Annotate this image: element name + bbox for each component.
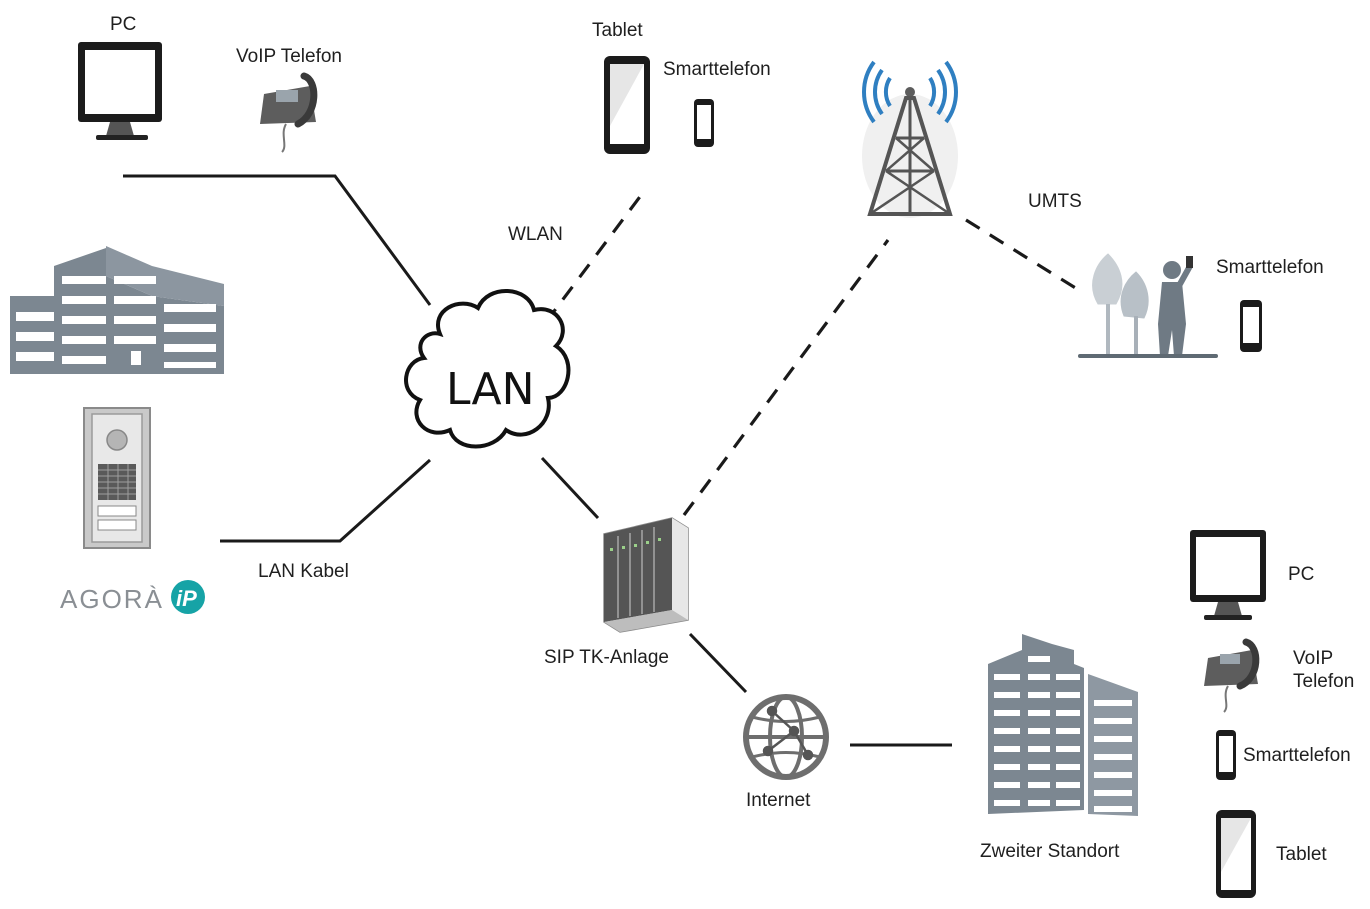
office-tower-icon (988, 634, 1138, 816)
tablet-bottom-label: Tablet (1276, 844, 1327, 865)
radio-tower-icon (862, 60, 958, 218)
internet-label: Internet (746, 790, 811, 811)
internet-globe-icon (743, 694, 829, 780)
connections (123, 174, 1083, 747)
agora-ip-badge-icon (171, 580, 205, 614)
agora-brand-text: AGORÀ (60, 584, 164, 614)
sip-label: SIP TK-Anlage (544, 647, 669, 668)
smartphone-bottom-label: Smarttelefon (1243, 745, 1351, 766)
line-pc-to-lan (123, 174, 432, 306)
agora-ip-text: iP (176, 586, 197, 611)
wlan-label: WLAN (508, 224, 563, 245)
umts-label: UMTS (1028, 191, 1082, 212)
pc-label: PC (110, 14, 136, 35)
line-lan-to-sip (540, 456, 600, 520)
smartphone-label: Smarttelefon (663, 59, 771, 80)
pc-right-icon (1190, 530, 1266, 620)
umts-link-dashed (965, 218, 1083, 294)
lan-cloud-icon (404, 289, 571, 449)
wlan-link-dashed (544, 189, 647, 323)
voip-phone-icon (260, 72, 318, 153)
tablet-bottom-icon (1216, 810, 1256, 898)
door-intercom-icon (83, 407, 151, 549)
office-building-icon (10, 246, 224, 374)
lan-kabel-label: LAN Kabel (258, 561, 349, 582)
line-lankabel-to-lan (220, 458, 432, 543)
zweiter-standort-label: Zweiter Standort (980, 841, 1120, 862)
pbx-server-icon (603, 517, 689, 633)
smartphone-icon (694, 99, 714, 147)
pc-icon (78, 42, 162, 140)
tablet-label: Tablet (592, 20, 643, 41)
voip-right-label-line2: Telefon (1293, 671, 1354, 692)
smartphone-bottom-icon (1216, 730, 1236, 780)
tablet-icon (604, 56, 650, 154)
person-with-phone-icon (1078, 253, 1218, 358)
voip-right-label-line1: VoIP (1293, 648, 1333, 669)
smartphone-right-icon (1240, 300, 1262, 352)
smartphone-right-label: Smarttelefon (1216, 257, 1324, 278)
lan-label: LAN (446, 364, 535, 415)
tower-sip-link-dashed (682, 239, 890, 516)
voip-phone-right-icon (1204, 638, 1260, 713)
voip-phone-label: VoIP Telefon (236, 46, 342, 67)
pc-right-label: PC (1288, 564, 1314, 585)
line-sip-to-internet (688, 632, 748, 694)
